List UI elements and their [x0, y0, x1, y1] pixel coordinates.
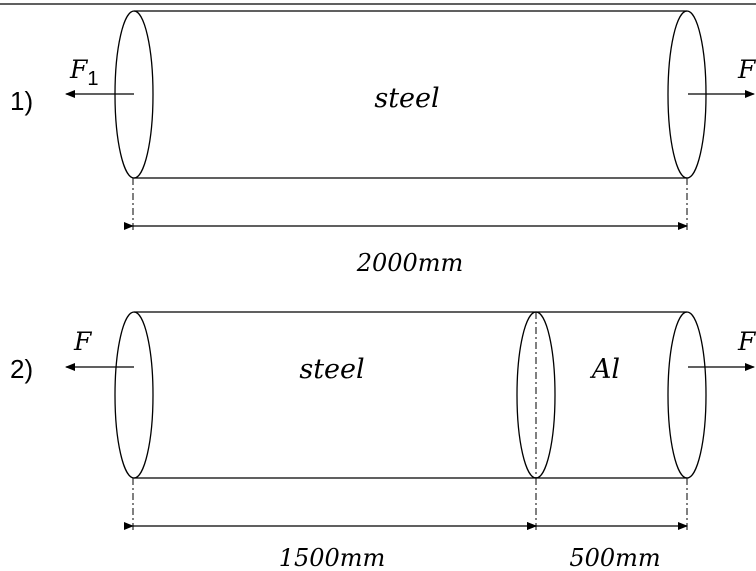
bar-2-al-label: Al [589, 354, 620, 385]
force-2-right-label: F [737, 327, 756, 356]
bar-2-junction-front [535, 311, 556, 479]
bar-1-material-label: steel [374, 83, 439, 114]
force-2-left-label: F [73, 327, 93, 356]
figure-1: 1) steel F1 F 2000mm [10, 10, 756, 277]
bar-2-junction-back [516, 311, 537, 479]
dim-1-label: 2000mm [356, 249, 464, 277]
bar-2-right-end-back [667, 311, 688, 479]
force-1-right-label: F [737, 55, 756, 84]
bar-1-right-end-back [667, 10, 688, 179]
dim-2-right-label: 500mm [569, 544, 660, 571]
figure-2: 2) steel Al F F 1500mm 500mm [10, 311, 756, 571]
force-1-left-label: F1 [69, 55, 98, 90]
bar-2-steel-label: steel [299, 354, 364, 385]
bar-2-right-end-front [686, 311, 707, 479]
bar-2-left-end [114, 311, 154, 479]
dim-2-left-label: 1500mm [279, 544, 386, 571]
figure-2-index: 2) [10, 354, 33, 384]
figure-1-index: 1) [10, 86, 33, 116]
